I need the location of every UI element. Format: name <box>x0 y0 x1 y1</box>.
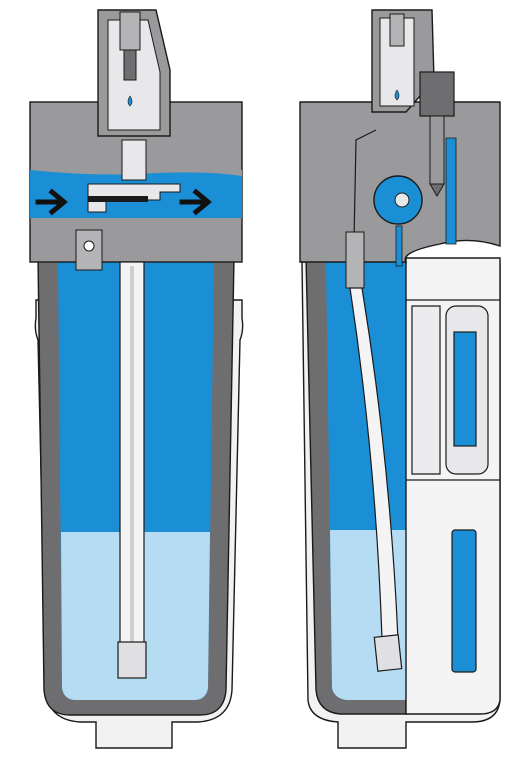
left-siphon-filter <box>117 641 147 679</box>
oil-drop-icon <box>394 89 400 101</box>
left-adjust-screw <box>119 11 141 51</box>
right-half-section-view <box>299 9 501 749</box>
left-check-ball <box>83 240 95 252</box>
right-siphon-filter <box>373 634 403 672</box>
right-air-channel <box>445 137 457 245</box>
left-sectional-view <box>29 9 244 749</box>
left-adjust-screw-tip <box>123 49 137 81</box>
right-siphon-line <box>353 129 377 241</box>
oil-drop-icon <box>127 95 133 107</box>
arrow-right-icon <box>179 188 212 216</box>
left-venturi-stem <box>121 139 147 181</box>
fill-plug-cap <box>419 71 455 117</box>
fill-plug-tip <box>429 183 445 197</box>
right-sight-glass-upper <box>453 331 477 447</box>
fill-plug-stem <box>429 115 445 185</box>
right-bowl-rib <box>406 299 500 481</box>
right-bowl-panel <box>411 305 441 475</box>
left-venturi-slot <box>88 196 148 202</box>
arrow-right-icon <box>35 188 68 216</box>
right-adjust-screw <box>389 13 405 47</box>
right-sight-glass-lower <box>451 529 477 673</box>
right-valve-ball <box>394 192 410 208</box>
right-valve-stem <box>395 225 403 267</box>
right-check-valve <box>345 231 365 289</box>
